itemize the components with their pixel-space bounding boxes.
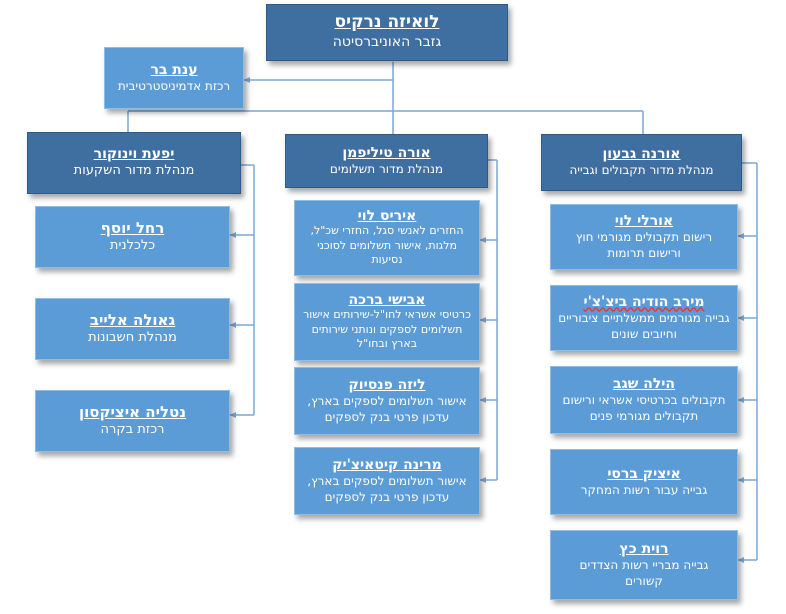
staff-role: אישור תשלומים לספקים בארץ, עדכון פרטי בנ… — [307, 393, 467, 425]
staff-role: מנהלת חשבונות — [88, 329, 177, 345]
staff-role: אישור תשלומים לספקים בארץ, עדכון פרטי בנ… — [307, 473, 467, 505]
staff-name: מרינה קיטאיצ'יק — [332, 456, 442, 473]
staff-role: תקבולים בכרטיסי אשראי ורישום תקבולים מגו… — [562, 392, 726, 424]
dept-payments-box: אורה טיליפמן מנהלת מדור תשלומים — [285, 134, 488, 188]
staff-role: כרטיסי אשראי לחו"ל-שירותים אישור תשלומים… — [303, 307, 471, 351]
staff-card: רוית כץ גבייה מבריי רשות הצדדים קשורים — [550, 530, 738, 600]
staff-name: רחל יוסף — [100, 218, 165, 237]
staff-name: רוית כץ — [619, 540, 669, 557]
staff-card: איציק ברסי גבייה עבור רשות המחקר — [550, 449, 738, 515]
staff-role: החזרים לאנשי סגל, החזרי שכ"ל, מלגות, איש… — [310, 223, 464, 267]
dept-investments-head: יפעת וינוקור — [93, 146, 175, 163]
dept-collections-role: מנהלת מדור תקבולים וגבייה — [569, 163, 714, 178]
treasurer-role: גזבר האוניברסיטה — [332, 33, 442, 50]
staff-role: גבייה עבור רשות המחקר — [580, 482, 708, 497]
dept-collections-head: אורנה גבעון — [602, 146, 681, 163]
staff-card: מרינה קיטאיצ'יק אישור תשלומים לספקים באר… — [294, 447, 480, 515]
dept-investments-role: מנהלת מדור השקעות — [73, 163, 195, 179]
dept-collections-box: אורנה גבעון מנהלת מדור תקבולים וגבייה — [541, 134, 742, 191]
staff-card: אורלי לוי רישום תקבולים מגורמי חוץ ורישו… — [550, 204, 738, 270]
staff-card: מירב הודיה ביצ'צ'י גבייה מגורמים ממשלתיי… — [550, 285, 738, 351]
assistant-role: רכזת אדמיניסטרטיבית — [117, 78, 231, 93]
staff-card: הילה שגב תקבולים בכרטיסי אשראי ורישום תק… — [550, 366, 738, 434]
staff-name: אורלי לוי — [614, 212, 674, 229]
treasurer-name: לואיזה נרקיס — [334, 12, 440, 33]
staff-role: רכזת בקרה — [100, 421, 165, 437]
staff-name: גאולה אלייב — [89, 310, 176, 329]
staff-name: הילה שגב — [612, 375, 676, 392]
assistant-box: ענת בר רכזת אדמיניסטרטיבית — [104, 47, 244, 109]
treasurer-box: לואיזה נרקיס גזבר האוניברסיטה — [266, 4, 508, 61]
staff-card: רחל יוסף כלכלנית — [35, 206, 230, 268]
staff-role: גבייה מבריי רשות הצדדים קשורים — [579, 557, 709, 589]
staff-name: נטליה איציקסון — [78, 402, 187, 421]
assistant-name: ענת בר — [150, 61, 198, 78]
dept-payments-role: מנהלת מדור תשלומים — [329, 161, 444, 176]
staff-role: כלכלנית — [109, 237, 156, 253]
staff-card: אבישי ברכה כרטיסי אשראי לחו"ל-שירותים אי… — [294, 283, 480, 361]
dept-payments-head: אורה טיליפמן — [342, 144, 431, 161]
staff-name: מירב הודיה ביצ'צ'י — [583, 293, 705, 310]
staff-card: ליזה פנסיוק אישור תשלומים לספקים בארץ, ע… — [294, 367, 480, 435]
staff-name: איציק ברסי — [607, 465, 681, 482]
dept-investments-box: יפעת וינוקור מנהלת מדור השקעות — [27, 132, 241, 194]
staff-card: גאולה אלייב מנהלת חשבונות — [35, 298, 230, 360]
staff-name: אבישי ברכה — [348, 291, 426, 308]
staff-card: נטליה איציקסון רכזת בקרה — [35, 390, 230, 452]
staff-card: איריס לוי החזרים לאנשי סגל, החזרי שכ"ל, … — [294, 200, 480, 276]
staff-name: ליזה פנסיוק — [348, 376, 426, 393]
staff-role: גבייה מגורמים ממשלתיים ציבוריים וחיובים … — [558, 310, 730, 342]
staff-role: רישום תקבולים מגורמי חוץ ורישום תרומות — [575, 229, 713, 261]
staff-name: איריס לוי — [357, 207, 417, 224]
